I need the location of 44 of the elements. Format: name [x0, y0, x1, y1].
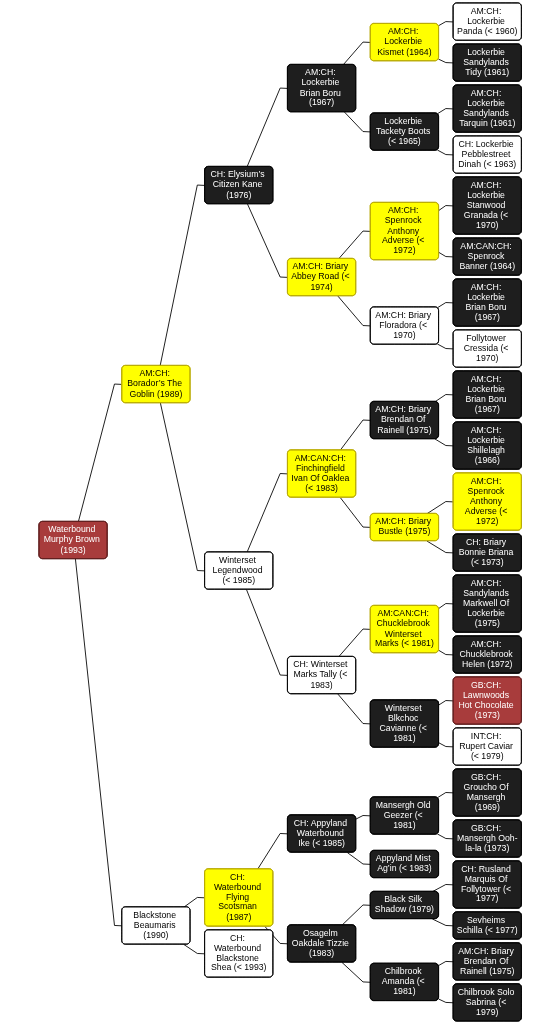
connector [246, 87, 289, 168]
connector [77, 383, 123, 523]
connector [438, 742, 454, 748]
connector [257, 833, 289, 870]
connector [436, 833, 454, 840]
connector [431, 918, 454, 927]
connector [437, 21, 454, 27]
connector [246, 203, 289, 278]
connector [245, 589, 289, 676]
connector [342, 41, 371, 66]
connector [436, 302, 454, 309]
connector [437, 998, 454, 1004]
connector [346, 852, 371, 865]
connector [337, 295, 371, 327]
connector [339, 419, 371, 451]
connector [436, 149, 454, 156]
connector [426, 501, 454, 515]
connector [436, 792, 454, 799]
connector [343, 111, 371, 133]
connector [159, 184, 206, 367]
connector [183, 897, 206, 908]
connector [438, 252, 454, 258]
connector [337, 693, 371, 725]
connector [437, 58, 454, 64]
connector [74, 558, 123, 927]
connector [434, 394, 454, 403]
connector [438, 700, 454, 706]
connector [338, 230, 371, 260]
connector [438, 603, 454, 609]
connector [339, 497, 371, 528]
connector [438, 205, 454, 211]
connector [159, 402, 206, 572]
connector [437, 961, 454, 967]
connector [434, 438, 454, 447]
connector [341, 904, 371, 926]
connector [438, 649, 454, 656]
connector [436, 108, 454, 115]
connector [341, 962, 371, 983]
connector [355, 815, 371, 820]
connector [426, 540, 454, 554]
connector [246, 473, 289, 553]
connector [183, 944, 206, 955]
connector [436, 343, 454, 350]
connector [338, 628, 371, 658]
